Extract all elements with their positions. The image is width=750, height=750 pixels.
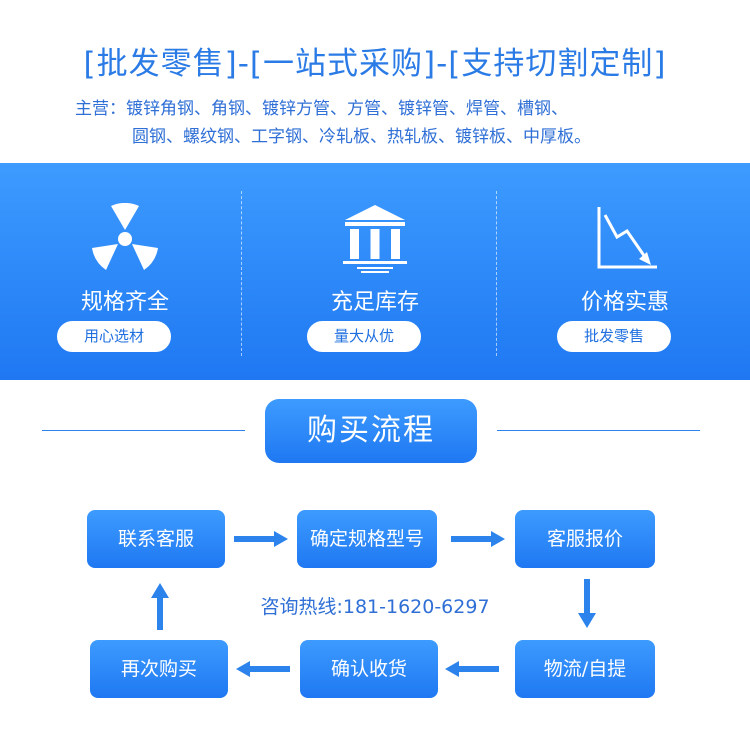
arrow-left-icon [445,661,499,677]
step-logistics: 物流/自提 [515,640,655,698]
feature-stock: 充足库存 量大从优 [250,163,500,380]
feature-title: 规格齐全 [80,290,169,315]
headline: [批发零售]-[一站式采购]-[支持切割定制] [83,46,667,82]
products-line-1: 主营：镀锌角钢、角钢、镀锌方管、方管、镀锌管、焊管、槽钢、 [75,99,568,119]
main-products: 主营：镀锌角钢、角钢、镀锌方管、方管、镀锌管、焊管、槽钢、 圆钢、螺纹钢、工字钢… [75,95,695,151]
chart-down-icon [597,207,657,269]
step-contact-service: 联系客服 [87,510,225,568]
hotline: 咨询热线:181-1620-6297 [260,596,490,618]
feature-title: 价格实惠 [580,290,669,315]
feature-badge: 量大从优 [307,321,421,352]
step-quote: 客服报价 [515,510,655,568]
feature-specs: 规格齐全 用心选材 [0,163,250,380]
arrow-right-icon [234,531,288,547]
feature-band: 规格齐全 用心选材 充足库存 量大从优 价格实惠 批发零售 [0,163,750,380]
feature-price: 价格实惠 批发零售 [500,163,750,380]
process-title: 购买流程 [265,399,477,463]
arrow-right-icon [451,531,505,547]
step-confirm-spec: 确定规格型号 [297,510,437,568]
title-rule-right [497,430,700,431]
feature-title: 充足库存 [330,290,419,315]
bank-icon [343,205,407,273]
feature-badge: 批发零售 [557,321,671,352]
step-rebuy: 再次购买 [90,640,228,698]
title-rule-left [42,430,245,431]
divider [496,191,497,356]
radiation-icon [92,203,158,270]
products-line-2: 圆钢、螺纹钢、工字钢、冷轧板、热轧板、镀锌板、中厚板。 [132,127,591,147]
step-confirm-receipt: 确认收货 [300,640,438,698]
divider [241,191,242,356]
feature-badge: 用心选材 [57,321,171,352]
arrow-left-icon [236,661,290,677]
